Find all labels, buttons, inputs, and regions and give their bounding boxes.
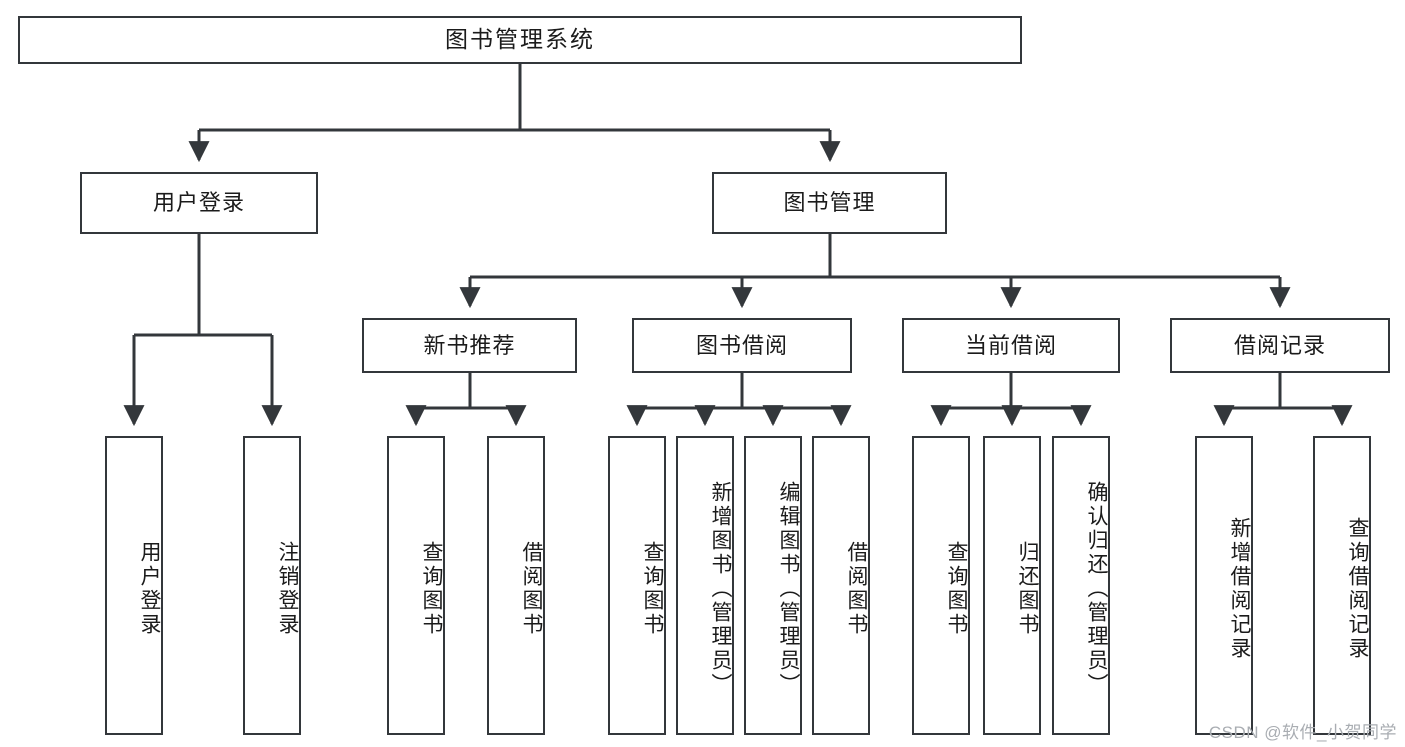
node-leaf-query-book-1[interactable]: 查询图书 [387,436,445,735]
node-leaf-confirm-return[interactable]: 确认归还（管理员） [1052,436,1110,735]
node-leaf-query-record-label: 查询借阅记录 [1346,516,1369,661]
node-leaf-borrow-book-2[interactable]: 借阅图书 [812,436,870,735]
node-leaf-query-book-3[interactable]: 查询图书 [912,436,970,735]
node-leaf-user-login[interactable]: 用户登录 [105,436,163,735]
node-leaf-query-book-3-label: 查询图书 [945,540,968,637]
node-leaf-borrow-book-1-label: 借阅图书 [520,540,543,637]
node-root[interactable]: 图书管理系统 [18,16,1022,64]
node-borrow-record-label: 借阅记录 [1233,332,1326,358]
node-user-login-label: 用户登录 [152,190,245,216]
node-new-book-recommend[interactable]: 新书推荐 [362,318,577,373]
node-leaf-edit-book-label: 编辑图书（管理员） [777,480,800,697]
node-leaf-user-login-label: 用户登录 [138,540,161,637]
node-new-book-recommend-label: 新书推荐 [423,332,516,358]
node-leaf-return-book[interactable]: 归还图书 [983,436,1041,735]
node-leaf-return-book-label: 归还图书 [1016,540,1039,637]
node-leaf-logout[interactable]: 注销登录 [243,436,301,735]
node-leaf-query-book-2-label: 查询图书 [641,540,664,637]
node-book-borrow-label: 图书借阅 [695,332,788,358]
watermark: CSDN @软件_小贺同学 [1208,723,1397,742]
node-book-manage-label: 图书管理 [783,190,876,216]
node-root-label: 图书管理系统 [445,26,595,53]
node-leaf-add-book[interactable]: 新增图书（管理员） [676,436,734,735]
node-leaf-add-book-label: 新增图书（管理员） [709,480,732,697]
node-current-borrow-label: 当前借阅 [964,332,1057,358]
node-leaf-confirm-return-label: 确认归还（管理员） [1085,480,1108,697]
node-leaf-query-book-2[interactable]: 查询图书 [608,436,666,735]
node-borrow-record[interactable]: 借阅记录 [1170,318,1390,373]
node-leaf-logout-label: 注销登录 [276,540,299,637]
node-leaf-query-book-1-label: 查询图书 [420,540,443,637]
node-leaf-add-record[interactable]: 新增借阅记录 [1195,436,1253,735]
node-book-borrow[interactable]: 图书借阅 [632,318,852,373]
node-leaf-add-record-label: 新增借阅记录 [1228,516,1251,661]
node-leaf-query-record[interactable]: 查询借阅记录 [1313,436,1371,735]
node-leaf-borrow-book-1[interactable]: 借阅图书 [487,436,545,735]
node-leaf-edit-book[interactable]: 编辑图书（管理员） [744,436,802,735]
node-leaf-borrow-book-2-label: 借阅图书 [845,540,868,637]
node-book-manage[interactable]: 图书管理 [712,172,947,234]
node-current-borrow[interactable]: 当前借阅 [902,318,1120,373]
node-user-login[interactable]: 用户登录 [80,172,318,234]
